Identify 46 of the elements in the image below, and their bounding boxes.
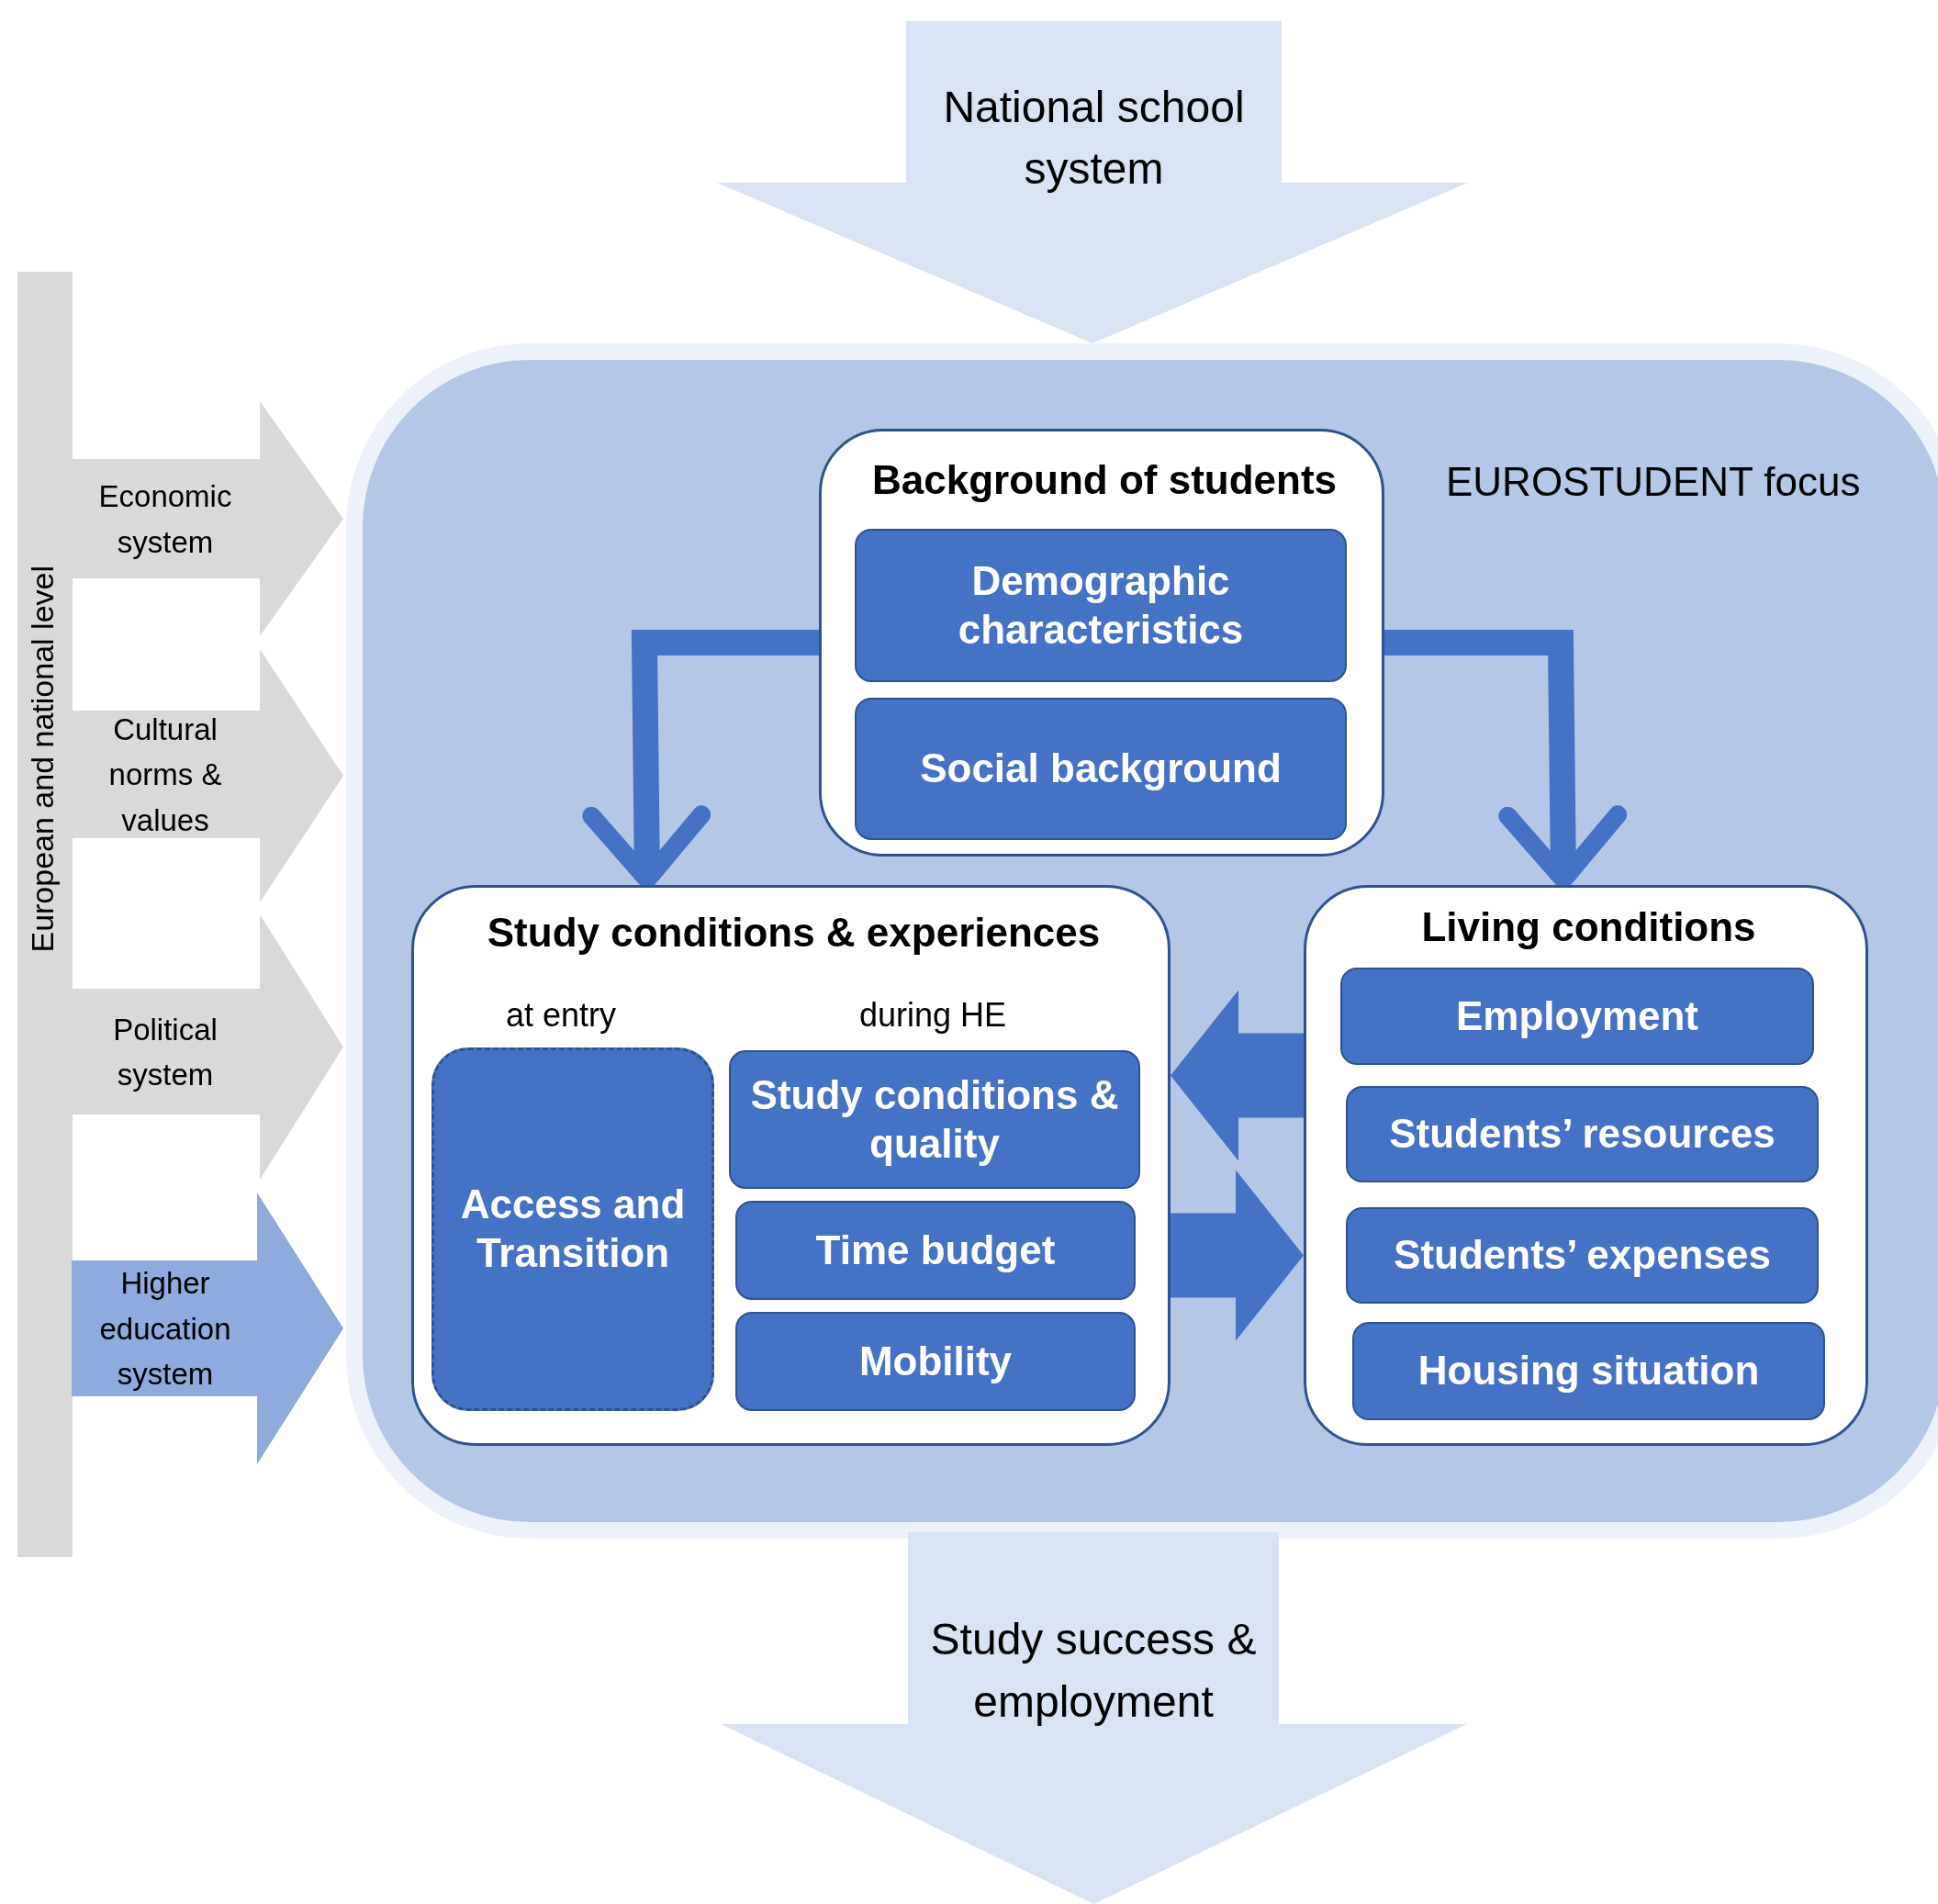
pointer-panel [717,21,1468,343]
box-label: Social background [920,745,1282,793]
topic-box [855,698,1347,840]
arrow-label: Study success & employment [929,1614,1258,1728]
box-label: Study conditions & quality [749,1070,1120,1168]
group-card [1304,885,1868,1446]
arrow-label: Economic system [97,477,233,561]
column-heading: during HE [857,996,1008,1035]
column-heading: at entry [504,996,618,1035]
arrow [1171,1170,1304,1341]
pointer-panel [72,914,343,1180]
panel-title: EUROSTUDENT focus [1446,459,1862,505]
arrow-label: Higher education system [98,1264,232,1393]
topic-box [1346,1086,1819,1182]
arrow-label: Political system [112,1011,218,1093]
box-label: Students’ resources [1389,1110,1776,1159]
arrow-label: National school system [942,81,1246,195]
topic-box [735,1312,1136,1411]
pointer-panel [721,1532,1467,1904]
box-label: Time budget [815,1226,1056,1274]
box-label: Housing situation [1417,1347,1760,1395]
box-label: Demographic characteristics [957,556,1245,654]
topic-box [735,1201,1136,1300]
pointer-panel [72,1193,343,1464]
dashed-topic-box [431,1047,714,1411]
arrow [1171,990,1304,1161]
card-title: Background of students [871,457,1338,503]
arrow-label: Cultural norms & values [107,711,223,839]
topic-box [855,529,1347,682]
card-title: Study conditions & experiences [486,910,1102,956]
box-label: Mobility [858,1337,1013,1385]
group-card [411,885,1171,1446]
topic-box [729,1050,1140,1189]
box-label: Students’ expenses [1394,1231,1771,1280]
topic-box [1340,968,1814,1065]
card-title: Living conditions [1420,904,1757,950]
topic-box [1346,1207,1819,1304]
topic-box [1352,1322,1825,1420]
pointer-panel [72,649,343,902]
box-label: Employment [1455,991,1698,1040]
focus-panel [346,343,1938,1539]
side-band [17,272,73,1557]
pointer-panel [72,401,343,636]
band-label: European and national level [25,566,61,953]
box-label: Access and Transition [459,1181,687,1277]
group-card [819,429,1384,857]
